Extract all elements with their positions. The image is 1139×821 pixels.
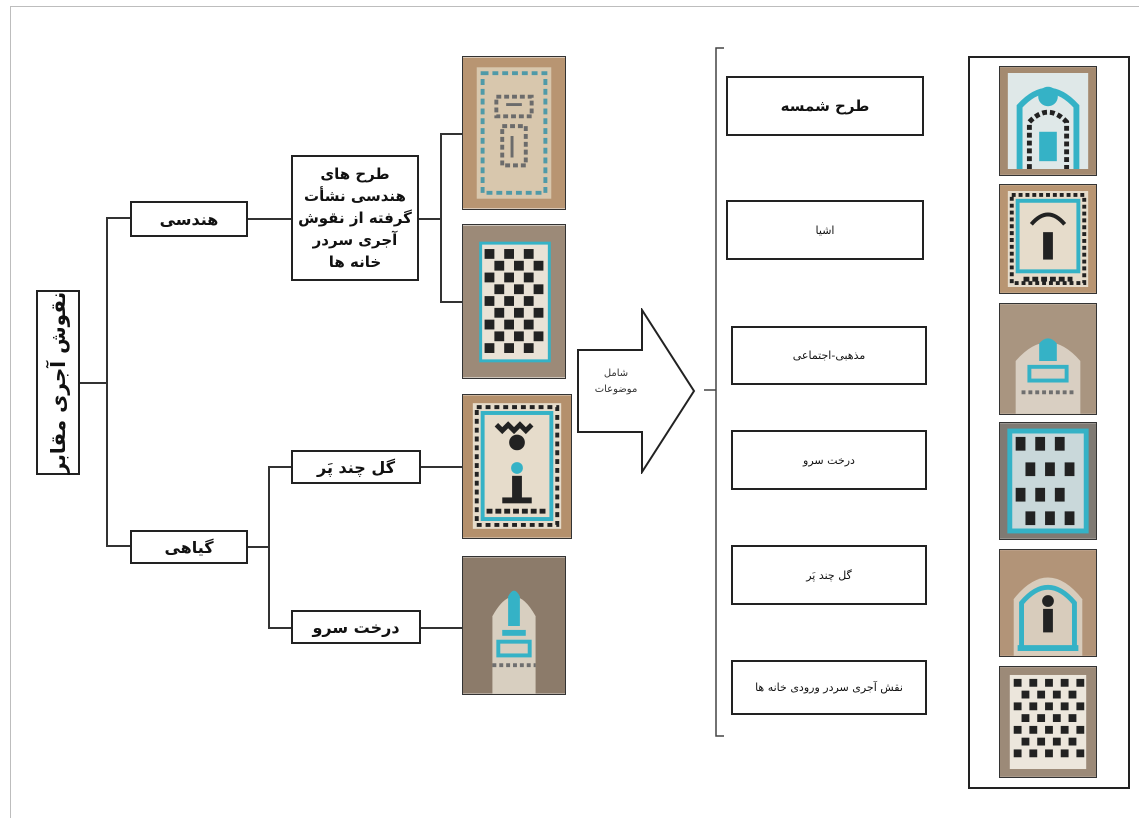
house-entrance-pattern-photo — [999, 666, 1097, 778]
brick-pattern-photo — [462, 394, 572, 539]
figure-frame — [10, 6, 1139, 818]
branch-floral: گیاهی — [130, 530, 248, 564]
connector — [268, 627, 291, 629]
connector — [440, 133, 462, 135]
branch-floral-label: گیاهی — [164, 537, 214, 557]
connector — [440, 301, 462, 303]
connector — [440, 133, 442, 302]
root-label: نقوش آجری مقابر — [46, 291, 70, 474]
topic-box: اشیا — [726, 200, 924, 260]
topic-label: مذهبی-اجتماعی — [792, 349, 866, 362]
connector — [419, 218, 441, 220]
root-node: نقوش آجری مقابر — [36, 290, 80, 475]
connector — [80, 382, 107, 384]
geometric-description: طرح های هندسی نشأت گرفته از نقوش آجری سر… — [291, 155, 419, 281]
topic-label: گل چند پَر — [806, 568, 852, 582]
multi-petal-flower-pattern-photo — [999, 549, 1097, 657]
branch-geometric: هندسی — [130, 201, 248, 237]
connector — [106, 545, 130, 547]
cypress-pattern-photo — [999, 422, 1097, 540]
brick-pattern-photo — [462, 224, 566, 379]
connector — [106, 217, 108, 546]
geometric-description-text: طرح های هندسی نشأت گرفته از نقوش آجری سر… — [298, 165, 412, 271]
brick-pattern-photo — [462, 556, 566, 695]
topic-box: نقش آجری سردر ورودی خانه ها — [731, 660, 927, 715]
topic-label: طرح شمسه — [780, 97, 870, 115]
connector — [106, 217, 130, 219]
sunburst-pattern-photo — [999, 66, 1097, 176]
connector — [248, 218, 291, 220]
connector — [268, 466, 270, 628]
connector — [421, 627, 462, 629]
arrow-shape — [577, 308, 696, 474]
connector — [248, 546, 269, 548]
brace-bracket — [704, 47, 724, 737]
objects-pattern-photo — [999, 184, 1097, 294]
connector — [421, 466, 462, 468]
topic-box: مذهبی-اجتماعی — [731, 326, 927, 385]
topic-box: درخت سرو — [731, 430, 927, 490]
topic-box: گل چند پَر — [731, 545, 927, 605]
brick-pattern-photo — [462, 56, 566, 210]
topic-box: طرح شمسه — [726, 76, 924, 136]
topic-label: اشیا — [815, 223, 835, 237]
connector — [268, 466, 291, 468]
photo-column-frame — [968, 56, 1130, 789]
node-cypress: درخت سرو — [291, 610, 421, 644]
cypress-label: درخت سرو — [312, 617, 400, 637]
arrow-label: شامل موضوعات — [594, 368, 638, 395]
node-multi-petal-flower: گل چند پَر — [291, 450, 421, 484]
multi-petal-flower-label: گل چند پَر — [317, 457, 395, 477]
topic-label: درخت سرو — [803, 453, 855, 467]
religious-social-pattern-photo — [999, 303, 1097, 415]
topic-label: نقش آجری سردر ورودی خانه ها — [755, 681, 903, 694]
branch-geometric-label: هندسی — [159, 209, 219, 229]
